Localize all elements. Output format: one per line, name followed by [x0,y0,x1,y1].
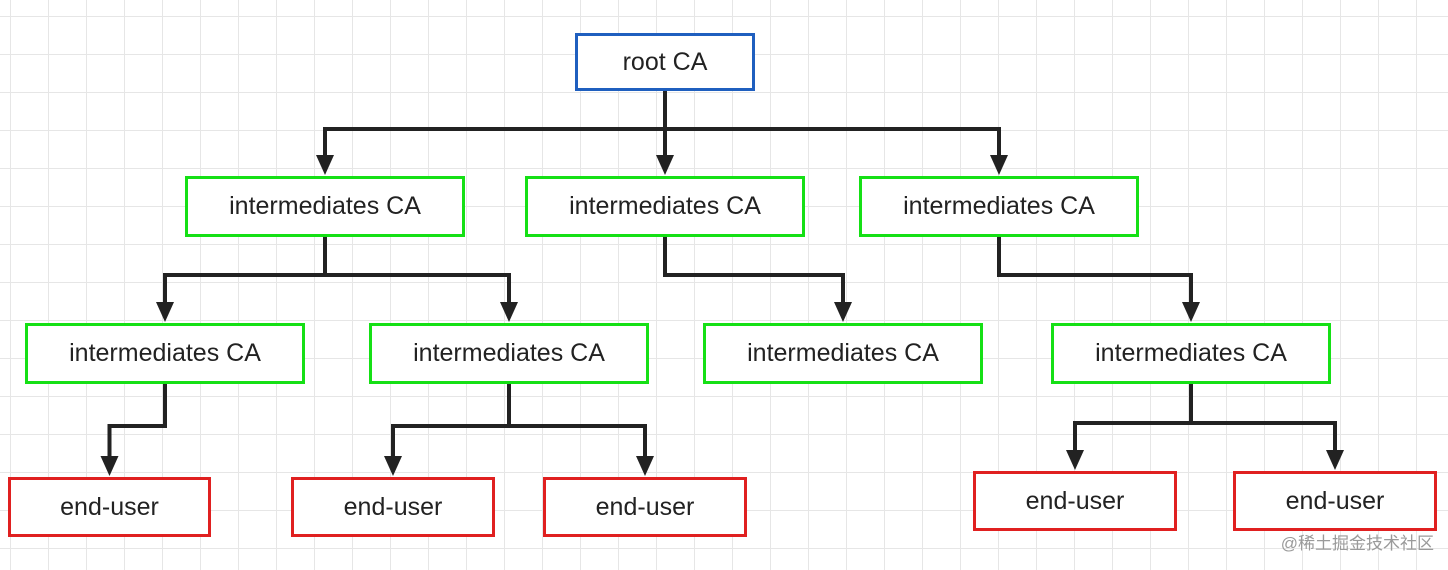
arrowhead [384,456,402,476]
connector-line [1189,384,1337,452]
arrowhead [656,155,674,175]
arrowhead [990,155,1008,175]
arrowhead [636,456,654,476]
node-intermediate-ca: intermediates CA [859,176,1139,237]
connector-line [507,384,647,458]
connector-line [323,237,511,304]
connector-line [1073,384,1193,452]
arrowhead [100,456,119,476]
connector-line [663,91,1001,157]
node-end-user: end-user [543,477,747,537]
arrowhead [1326,450,1344,470]
arrowhead [500,302,518,322]
node-intermediate-ca: intermediates CA [703,323,983,384]
connector-line [997,237,1193,304]
connector-line [391,384,511,458]
arrowhead [316,155,334,175]
connector-line [107,384,167,458]
node-intermediate-ca: intermediates CA [185,176,465,237]
node-intermediate-ca: intermediates CA [369,323,649,384]
node-end-user: end-user [973,471,1177,531]
connector-line [163,237,327,304]
connector-line [663,237,845,304]
node-intermediate-ca: intermediates CA [525,176,805,237]
node-end-user: end-user [1233,471,1437,531]
node-root-ca: root CA [575,33,755,91]
node-intermediate-ca: intermediates CA [1051,323,1331,384]
node-end-user: end-user [291,477,495,537]
arrowhead [1066,450,1084,470]
connector-line [323,91,667,157]
arrowhead [1182,302,1200,322]
node-end-user: end-user [8,477,211,537]
watermark: @稀土掘金技术社区 [1280,534,1434,553]
node-intermediate-ca: intermediates CA [25,323,305,384]
arrowhead [156,302,174,322]
arrowhead [834,302,852,322]
